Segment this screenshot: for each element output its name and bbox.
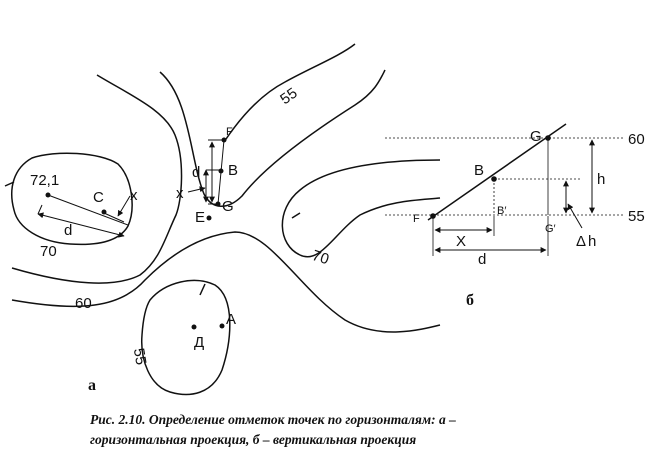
label-b-Gprime: G′: [545, 223, 556, 235]
label-70-right: 70: [310, 247, 331, 268]
figure-caption: Рис. 2.10. Определение отметок точек по …: [90, 410, 610, 450]
contour-70-right: [281, 159, 441, 258]
contour-valley: [159, 69, 386, 207]
label-x-mid: x: [176, 185, 184, 202]
label-b-Bprime: B′: [497, 205, 506, 217]
dim-x-left-leader: [117, 195, 131, 217]
contour-tick: [4, 181, 15, 187]
point-G: [215, 201, 221, 207]
panel-a-labels: 72,1 C x d 70 60 55 F d B x G E 70 A Д 5…: [30, 85, 331, 394]
panel-a-points: [45, 137, 227, 330]
point-A: [219, 323, 225, 329]
label-72-1: 72,1: [30, 172, 59, 189]
point-C: [101, 209, 107, 215]
point-b-B: [491, 176, 497, 182]
dim-x-mid-leader: [187, 186, 206, 193]
label-b-d: d: [478, 251, 486, 268]
point-b-G: [545, 135, 551, 141]
dim-x-left: [103, 212, 125, 223]
point-b-F: [430, 213, 436, 219]
label-G: G: [222, 198, 234, 215]
label-b-55: 55: [628, 208, 645, 225]
label-b-G: G: [530, 128, 542, 145]
label-F: F: [226, 126, 233, 138]
caption-line-2: горизонтальная проекция, б – вертикальна…: [90, 432, 417, 447]
slope-line: [427, 123, 567, 221]
label-C: C: [93, 189, 104, 206]
point-B: [218, 168, 224, 174]
label-70-left: 70: [40, 243, 57, 260]
contour-70-left: [11, 152, 133, 246]
label-d-left: d: [64, 222, 72, 239]
label-60: 60: [75, 295, 92, 312]
point-72: [45, 192, 51, 198]
point-E: [206, 215, 212, 221]
caption-line-1: Рис. 2.10. Определение отметок точек по …: [90, 412, 456, 427]
panel-b: [385, 123, 625, 256]
contour-55-top: [223, 43, 356, 143]
label-d-mid: d: [192, 164, 200, 181]
panel-b-label: б: [466, 292, 474, 309]
contour-60-lower: [11, 231, 441, 333]
panel-b-points: [430, 135, 551, 219]
label-55-top: 55: [277, 85, 300, 108]
label-D: Д: [194, 334, 204, 351]
contour-60: [11, 74, 183, 284]
point-D: [191, 324, 197, 330]
dim-d-left-ext1: [37, 204, 43, 215]
label-x-left: x: [130, 187, 138, 204]
label-55-bottom: 55: [130, 347, 150, 366]
contour-55-bottom: [141, 279, 231, 396]
label-b-X: X: [456, 233, 466, 250]
contour-tick-bottom: [199, 283, 206, 296]
label-b-h: h: [597, 171, 605, 188]
line-72-to-70: [47, 194, 129, 226]
label-b-F: F: [413, 213, 420, 225]
panel-a-label: а: [88, 377, 96, 394]
contour-tick-right: [291, 212, 301, 219]
label-b-dh: h: [588, 233, 596, 250]
point-F: [221, 137, 227, 143]
label-b-B: B: [474, 162, 484, 179]
panel-b-labels: G 60 B h B′ F 55 G′ X Δ h d б: [413, 128, 645, 309]
label-b-delta: Δ: [576, 233, 586, 250]
panel-a: [4, 43, 441, 396]
dim-d-left: [37, 212, 125, 238]
label-E: E: [195, 209, 205, 226]
dim-dh-leader: [567, 203, 583, 229]
label-A: A: [226, 311, 236, 328]
label-b-60: 60: [628, 131, 645, 148]
label-B: B: [228, 162, 238, 179]
